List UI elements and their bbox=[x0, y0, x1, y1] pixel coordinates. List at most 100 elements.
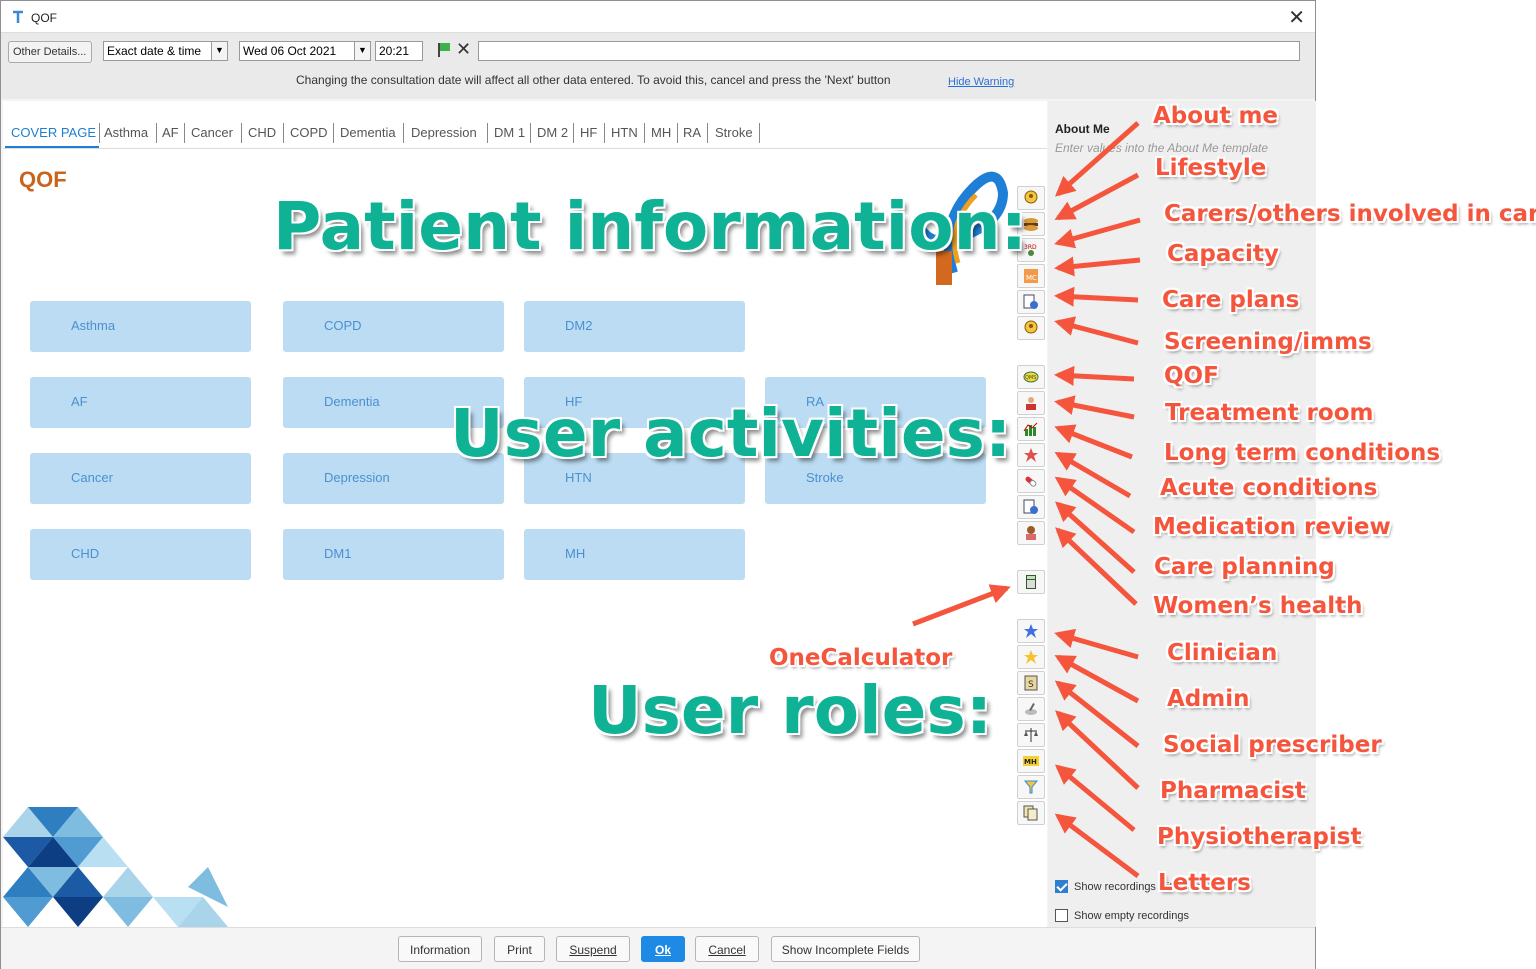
show-empty-checkbox[interactable] bbox=[1055, 909, 1068, 922]
condition-tile-af[interactable]: AF bbox=[30, 377, 251, 428]
consultation-toolbar: Other Details... Exact date & time ▼ Wed… bbox=[1, 33, 1315, 99]
care-plans-label: Care plans bbox=[1162, 287, 1300, 313]
chevron-down-icon[interactable]: ▼ bbox=[354, 42, 370, 60]
print-button[interactable]: Print bbox=[494, 936, 545, 962]
date-mode-select[interactable]: Exact date & time ▼ bbox=[103, 41, 228, 61]
suspend-button[interactable]: Suspend bbox=[556, 936, 630, 962]
condition-tile-htn[interactable]: HTN bbox=[524, 453, 745, 504]
tab-hf[interactable]: HF bbox=[580, 125, 598, 140]
about-me-label: About me bbox=[1153, 103, 1279, 129]
flag-icon[interactable] bbox=[436, 42, 452, 58]
panel-title: About Me bbox=[1055, 122, 1110, 136]
tab-separator bbox=[530, 123, 531, 143]
care-plans-icon[interactable] bbox=[1017, 290, 1045, 314]
user-activities-heading: User activities: bbox=[450, 395, 1012, 472]
chevron-down-icon[interactable]: ▼ bbox=[211, 42, 227, 60]
tab-bar: COVER PAGE Asthma AF Cancer CHD COPD Dem… bbox=[3, 119, 1047, 149]
tab-separator bbox=[644, 123, 645, 143]
lifestyle-icon[interactable] bbox=[1017, 212, 1045, 236]
condition-tile-hf[interactable]: HF bbox=[524, 377, 745, 428]
tab-mh[interactable]: MH bbox=[651, 125, 672, 140]
tab-separator bbox=[283, 123, 284, 143]
close-icon[interactable]: ✕ bbox=[1288, 7, 1305, 29]
physiotherapist-icon[interactable] bbox=[1017, 723, 1045, 747]
svg-text:MH: MH bbox=[1024, 758, 1037, 766]
tab-separator bbox=[333, 123, 334, 143]
about-me-icon[interactable] bbox=[1017, 186, 1045, 210]
tab-dm2[interactable]: DM 2 bbox=[537, 125, 569, 140]
acute-conditions-label: Acute conditions bbox=[1160, 475, 1378, 501]
date-mode-value: Exact date & time bbox=[107, 44, 202, 58]
condition-tile-depression[interactable]: Depression bbox=[283, 453, 504, 504]
filter-icon[interactable] bbox=[1017, 775, 1045, 799]
condition-tile-mh[interactable]: MH bbox=[524, 529, 745, 580]
letters-icon[interactable] bbox=[1017, 801, 1045, 825]
main-content: COVER PAGE Asthma AF Cancer CHD COPD Dem… bbox=[3, 101, 1047, 927]
show-empty-label: Show empty recordings bbox=[1074, 910, 1189, 922]
other-details-button[interactable]: Other Details... bbox=[8, 41, 92, 63]
time-field[interactable]: 20:21 bbox=[375, 41, 423, 61]
tab-stroke[interactable]: Stroke bbox=[715, 125, 753, 140]
tab-separator bbox=[487, 123, 488, 143]
condition-tile-cancer[interactable]: Cancer bbox=[30, 453, 251, 504]
tab-dm1[interactable]: DM 1 bbox=[494, 125, 526, 140]
clear-icon[interactable]: ✕ bbox=[456, 39, 472, 59]
svg-text:QMS: QMS bbox=[1025, 375, 1036, 381]
tab-cancer[interactable]: Cancer bbox=[191, 125, 233, 140]
condition-tile-dementia[interactable]: Dementia bbox=[283, 377, 504, 428]
tab-cover-page[interactable]: COVER PAGE bbox=[11, 125, 97, 140]
date-value: Wed 06 Oct 2021 bbox=[243, 44, 337, 58]
clinician-icon[interactable] bbox=[1017, 619, 1045, 643]
tab-chd[interactable]: CHD bbox=[248, 125, 277, 140]
tab-ra[interactable]: RA bbox=[683, 125, 702, 140]
tab-af[interactable]: AF bbox=[162, 125, 179, 140]
cancel-button[interactable]: Cancel bbox=[695, 936, 759, 962]
hide-warning-link[interactable]: Hide Warning bbox=[948, 76, 1015, 88]
tab-separator bbox=[403, 123, 404, 143]
lifestyle-label: Lifestyle bbox=[1155, 155, 1267, 181]
care-planning-icon[interactable] bbox=[1017, 495, 1045, 519]
consultation-text-input[interactable] bbox=[478, 41, 1300, 61]
treatment-room-icon[interactable] bbox=[1017, 391, 1045, 415]
tab-separator bbox=[759, 123, 760, 143]
show-recordings-checkbox[interactable] bbox=[1055, 880, 1068, 893]
template-icon-bar: 3RD MC QMS S MH bbox=[1017, 186, 1047, 826]
onecalculator-icon[interactable] bbox=[1017, 570, 1045, 594]
tab-dementia[interactable]: Dementia bbox=[340, 125, 396, 140]
condition-tile-dm1[interactable]: DM1 bbox=[283, 529, 504, 580]
womens-health-icon[interactable] bbox=[1017, 521, 1045, 545]
ok-button[interactable]: Ok bbox=[641, 936, 685, 962]
tab-depression[interactable]: Depression bbox=[411, 125, 477, 140]
tab-copd[interactable]: COPD bbox=[290, 125, 328, 140]
date-picker[interactable]: Wed 06 Oct 2021 ▼ bbox=[239, 41, 371, 61]
tab-htn[interactable]: HTN bbox=[611, 125, 638, 140]
date-warning-text: Changing the consultation date will affe… bbox=[296, 73, 891, 87]
condition-tile-copd[interactable]: COPD bbox=[283, 301, 504, 352]
svg-text:3RD: 3RD bbox=[1024, 244, 1037, 251]
condition-tile-stroke[interactable]: Stroke bbox=[765, 453, 986, 504]
acute-conditions-icon[interactable] bbox=[1017, 443, 1045, 467]
information-button[interactable]: Information bbox=[398, 936, 482, 962]
admin-icon[interactable] bbox=[1017, 645, 1045, 669]
pharmacist-icon[interactable] bbox=[1017, 697, 1045, 721]
time-value: 20:21 bbox=[379, 44, 410, 58]
active-tab-indicator bbox=[5, 146, 99, 148]
medication-review-icon[interactable] bbox=[1017, 469, 1045, 493]
capacity-label: Capacity bbox=[1167, 241, 1279, 267]
capacity-icon[interactable]: MC bbox=[1017, 264, 1045, 288]
show-incomplete-fields-button[interactable]: Show Incomplete Fields bbox=[771, 936, 920, 962]
mh-icon[interactable]: MH bbox=[1017, 749, 1045, 773]
screening-icon[interactable] bbox=[1017, 316, 1045, 340]
treatment-room-label: Treatment room bbox=[1165, 400, 1374, 426]
dialog-button-bar: Information Print Suspend Ok Cancel Show… bbox=[1, 927, 1315, 969]
tab-asthma[interactable]: Asthma bbox=[104, 125, 149, 140]
social-prescriber-icon[interactable]: S bbox=[1017, 671, 1045, 695]
condition-tile-asthma[interactable]: Asthma bbox=[30, 301, 251, 352]
condition-tile-ra[interactable]: RA bbox=[765, 377, 986, 428]
qof-icon[interactable]: QMS bbox=[1017, 365, 1045, 389]
condition-tile-dm2[interactable]: DM2 bbox=[524, 301, 745, 352]
carers-icon[interactable]: 3RD bbox=[1017, 238, 1045, 262]
long-term-conditions-icon[interactable] bbox=[1017, 417, 1045, 441]
qof-logo bbox=[913, 171, 1008, 285]
condition-tile-chd[interactable]: CHD bbox=[30, 529, 251, 580]
